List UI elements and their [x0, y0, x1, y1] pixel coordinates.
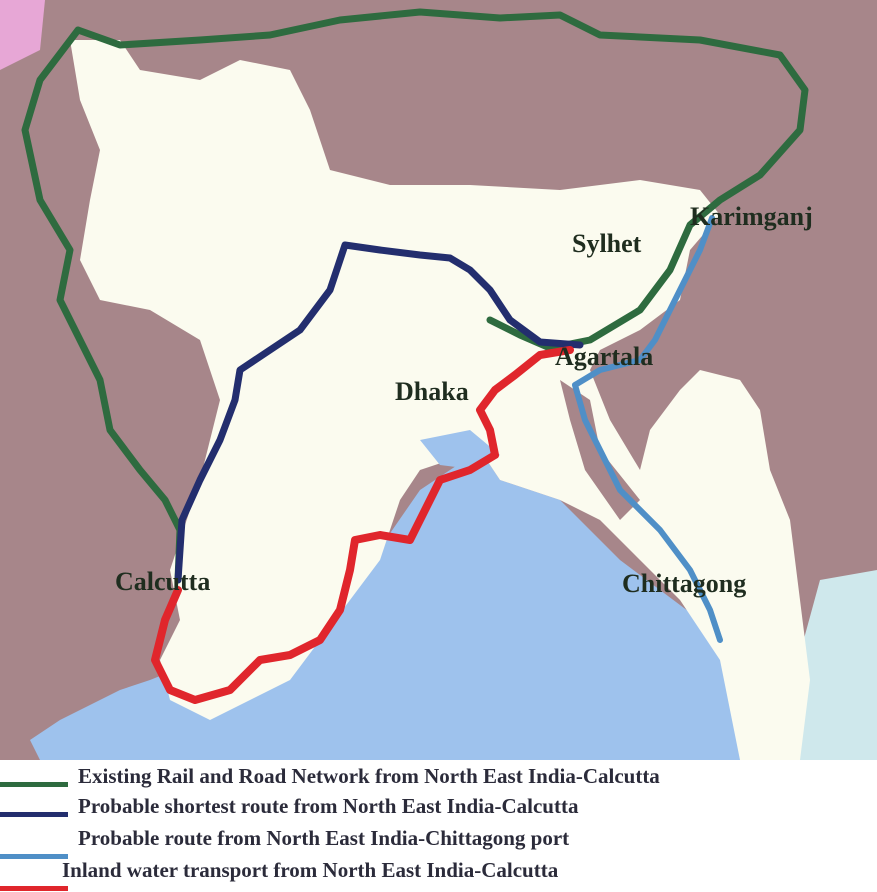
legend-label-rail-road: Existing Rail and Road Network from Nort… — [78, 764, 660, 788]
chittagong-route — [572, 215, 723, 643]
city-label-chittagong: Chittagong — [622, 569, 746, 598]
city-label-agartala: Agartala — [555, 342, 653, 371]
map-legend: Existing Rail and Road Network from Nort… — [0, 760, 877, 892]
city-label-dhaka: Dhaka — [395, 377, 469, 406]
legend-swatch-rail-road — [0, 782, 68, 787]
legend-label-inland-water: Inland water transport from North East I… — [62, 858, 559, 882]
legend-swatch-inland-water — [0, 886, 68, 891]
light-region — [790, 570, 877, 760]
route-map: Karimganj Sylhet Agartala Dhaka Calcutta… — [0, 0, 877, 760]
city-label-calcutta: Calcutta — [115, 567, 210, 596]
legend-swatch-chittagong-route — [0, 854, 68, 859]
city-label-karimganj: Karimganj — [690, 202, 813, 231]
legend-label-shortest-route: Probable shortest route from North East … — [78, 794, 579, 818]
rail-road-route — [21, 8, 809, 584]
map: Karimganj Sylhet Agartala Dhaka Calcutta… — [0, 0, 877, 760]
shortest-route — [174, 241, 584, 584]
bangladesh-land — [70, 40, 810, 760]
pink-region — [0, 0, 45, 70]
city-label-sylhet: Sylhet — [572, 229, 642, 258]
inland-water-route — [151, 346, 574, 704]
legend-swatch-shortest-route — [0, 812, 68, 817]
legend-label-chittagong-route: Probable route from North East India-Chi… — [78, 826, 570, 850]
